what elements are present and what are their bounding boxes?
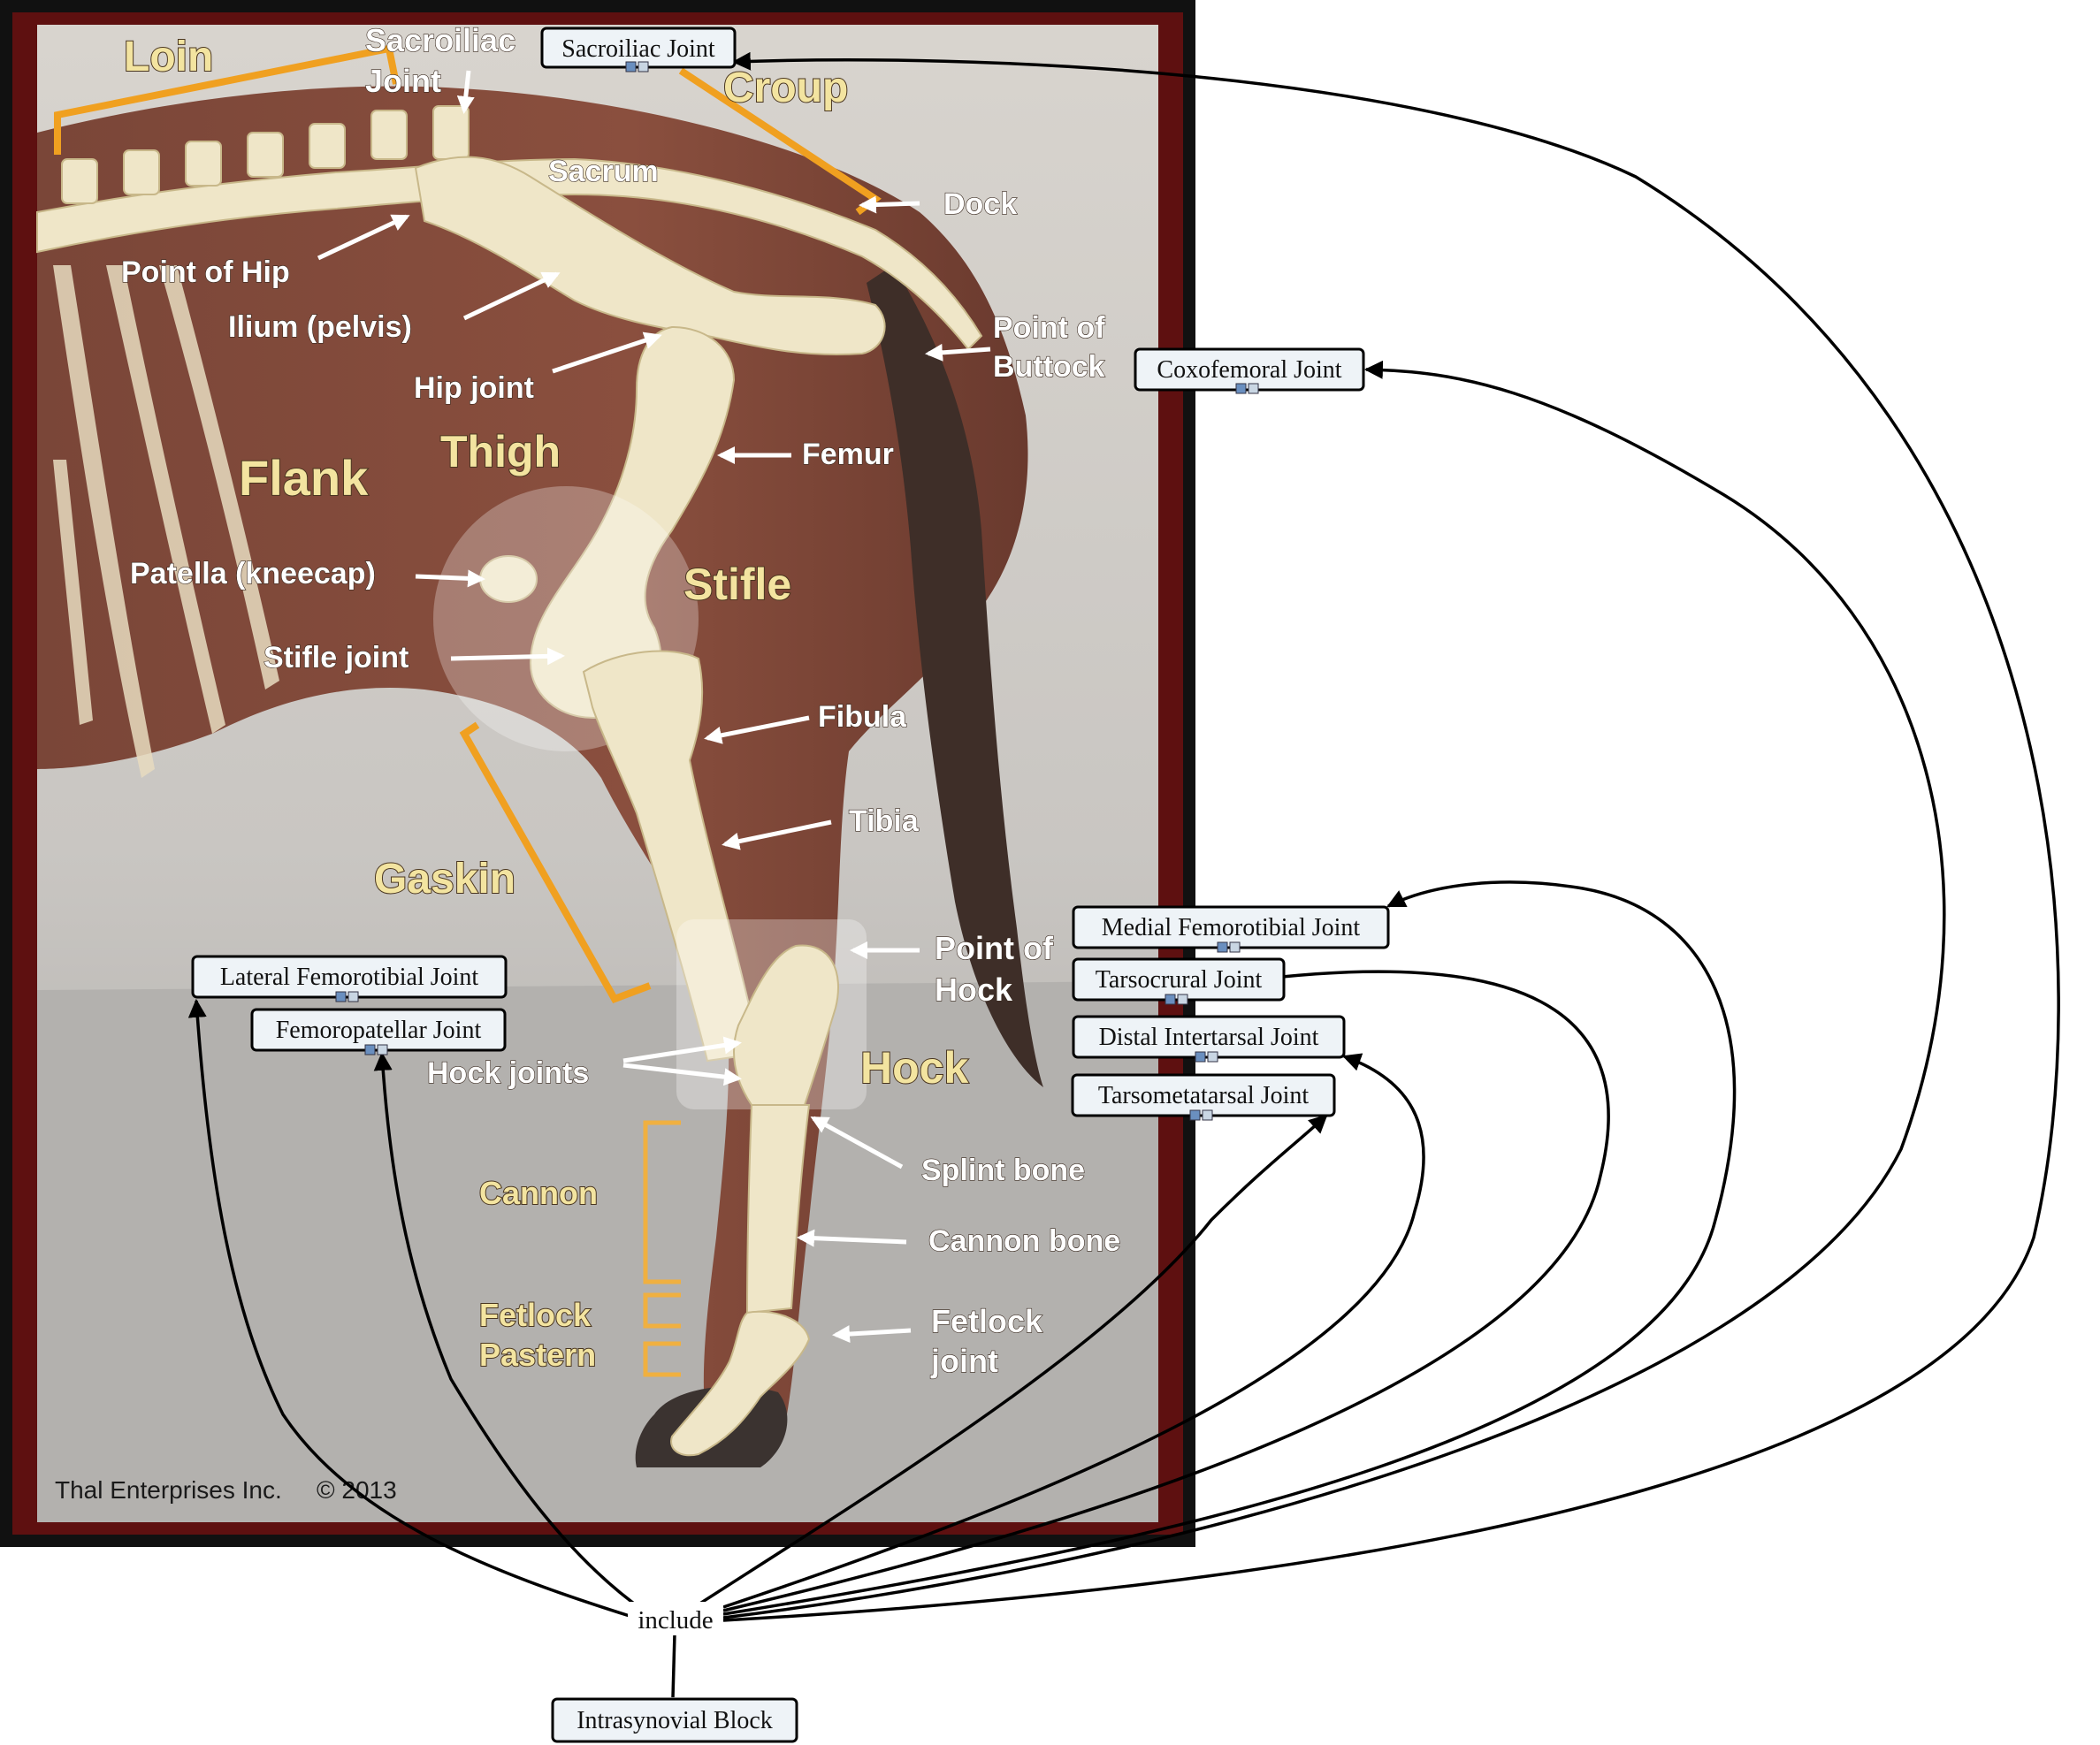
region-croup: Croup (723, 65, 848, 111)
label-hip-joint: Hip joint (414, 371, 534, 405)
node-coxofemoral-joint[interactable]: Coxofemoral Joint (1134, 347, 1365, 394)
note-badge-icon[interactable] (377, 1044, 388, 1055)
note-badge-icon[interactable] (1202, 1109, 1213, 1121)
region-stifle: Stifle (683, 560, 791, 609)
label-patella: Patella (kneecap) (130, 557, 376, 591)
node-label: Medial Femorotibial Joint (1102, 914, 1361, 941)
label-dock: Dock (943, 187, 1017, 221)
label-hock-joints: Hock joints (427, 1056, 589, 1090)
label-point-of-hip: Point of Hip (121, 255, 290, 289)
image-badge-icon[interactable] (335, 991, 347, 1002)
node-label: Lateral Femorotibial Joint (220, 964, 479, 991)
node-distal-intertarsal-joint[interactable]: Distal Intertarsal Joint (1072, 1015, 1346, 1063)
link-include-tarsometatarsal (698, 1114, 1328, 1606)
label-splint-bone: Splint bone (921, 1154, 1085, 1187)
node-femoropatellar-joint[interactable]: Femoropatellar Joint (250, 1008, 507, 1055)
pastern-bones (670, 1310, 811, 1457)
floor (37, 981, 1158, 1522)
link-include-lateral-femorotibial (187, 998, 630, 1618)
image-badge-icon[interactable] (1195, 1051, 1206, 1063)
image-badge-icon[interactable] (1217, 941, 1228, 953)
link-include-distal-intertarsal (722, 1053, 1425, 1609)
region-thigh: Thigh (440, 427, 561, 476)
node-label: Tarsometatarsal Joint (1098, 1082, 1310, 1109)
cannon-bone-shape (745, 1104, 811, 1314)
label-point-of-buttock-2: Buttock (993, 350, 1105, 384)
fetlock-bracket (643, 1292, 681, 1329)
node-tarsometatarsal-joint[interactable]: Tarsometatarsal Joint (1071, 1073, 1336, 1121)
label-cannon-bone: Cannon bone (928, 1224, 1120, 1258)
node-label: Coxofemoral Joint (1157, 356, 1341, 384)
ribs (53, 265, 279, 778)
region-flank: Flank (239, 450, 369, 506)
label-fetlock-joint-1: Fetlock (931, 1303, 1043, 1339)
label-point-of-hock-2: Hock (935, 972, 1013, 1008)
gaskin-bracket (459, 721, 652, 1003)
node-label: Distal Intertarsal Joint (1099, 1024, 1319, 1051)
node-lateral-femorotibial-joint[interactable]: Lateral Femorotibial Joint (191, 955, 508, 1002)
link-include-medial-femorotibial (722, 880, 1737, 1616)
image-badge-icon[interactable] (1235, 383, 1247, 394)
image-badge-icon[interactable] (364, 1044, 376, 1055)
relation-include-label[interactable]: include (638, 1606, 713, 1635)
label-femur: Femur (802, 438, 894, 471)
region-cannon: Cannon (479, 1175, 598, 1211)
region-loin: Loin (124, 34, 213, 80)
image-badge-icon[interactable] (1165, 994, 1176, 1005)
pointer-arrows (317, 70, 991, 1344)
note-badge-icon[interactable] (638, 61, 649, 72)
note-badge-icon[interactable] (1248, 383, 1259, 394)
image-credit: Thal Enterprises Inc. (55, 1476, 282, 1504)
label-fibula: Fibula (818, 700, 907, 734)
loin-bracket (54, 44, 400, 155)
region-gaskin: Gaskin (374, 856, 515, 903)
region-hock: Hock (860, 1043, 968, 1093)
link-include-intrasynovial (671, 1633, 676, 1698)
image-badge-icon[interactable] (625, 61, 637, 72)
label-ilium: Ilium (pelvis) (228, 310, 412, 344)
link-include-femoropatellar (373, 1051, 645, 1612)
node-label: Intrasynovial Block (577, 1707, 773, 1734)
horse-anatomy-image: Loin Croup Flank Thigh Stifle Gaskin Hoc… (0, 0, 1195, 1547)
region-pastern: Pastern (479, 1337, 596, 1373)
label-stifle-joint: Stifle joint (263, 641, 409, 674)
node-sacroiliac-joint[interactable]: Sacroiliac Joint (540, 27, 737, 72)
node-tarsocrural-joint[interactable]: Tarsocrural Joint (1072, 957, 1286, 1005)
node-intrasynovial-block[interactable]: Intrasynovial Block (551, 1697, 798, 1743)
node-medial-femorotibial-joint[interactable]: Medial Femorotibial Joint (1072, 905, 1390, 953)
node-label: Tarsocrural Joint (1096, 966, 1263, 994)
label-sacrum: Sacrum (548, 155, 659, 188)
link-include-tarsocrural (722, 970, 1610, 1612)
image-badge-icon[interactable] (1189, 1109, 1201, 1121)
region-fetlock: Fetlock (479, 1297, 592, 1333)
note-badge-icon[interactable] (1177, 994, 1188, 1005)
label-point-of-hock-1: Point of (935, 930, 1054, 966)
label-sacroiliac-2: Joint (365, 63, 441, 99)
label-tibia: Tibia (849, 804, 920, 838)
link-include-sacroiliac (722, 51, 2060, 1622)
label-fetlock-joint-2: joint (930, 1343, 998, 1379)
connections (187, 51, 2060, 1698)
node-label: Sacroiliac Joint (561, 35, 715, 63)
spine (36, 105, 983, 351)
link-include-coxofemoral (722, 360, 1946, 1619)
label-point-of-buttock-1: Point of (993, 311, 1105, 345)
node-label: Femoropatellar Joint (276, 1017, 482, 1044)
cannon-bracket (643, 1120, 681, 1284)
relation-label-bg (628, 1602, 723, 1635)
note-badge-icon[interactable] (1229, 941, 1241, 953)
tail (867, 265, 1043, 1087)
pelvis (414, 156, 886, 355)
label-sacroiliac-1: Sacroiliac (365, 22, 515, 58)
note-badge-icon[interactable] (347, 991, 359, 1002)
note-badge-icon[interactable] (1207, 1051, 1218, 1063)
pastern-bracket (643, 1341, 681, 1377)
